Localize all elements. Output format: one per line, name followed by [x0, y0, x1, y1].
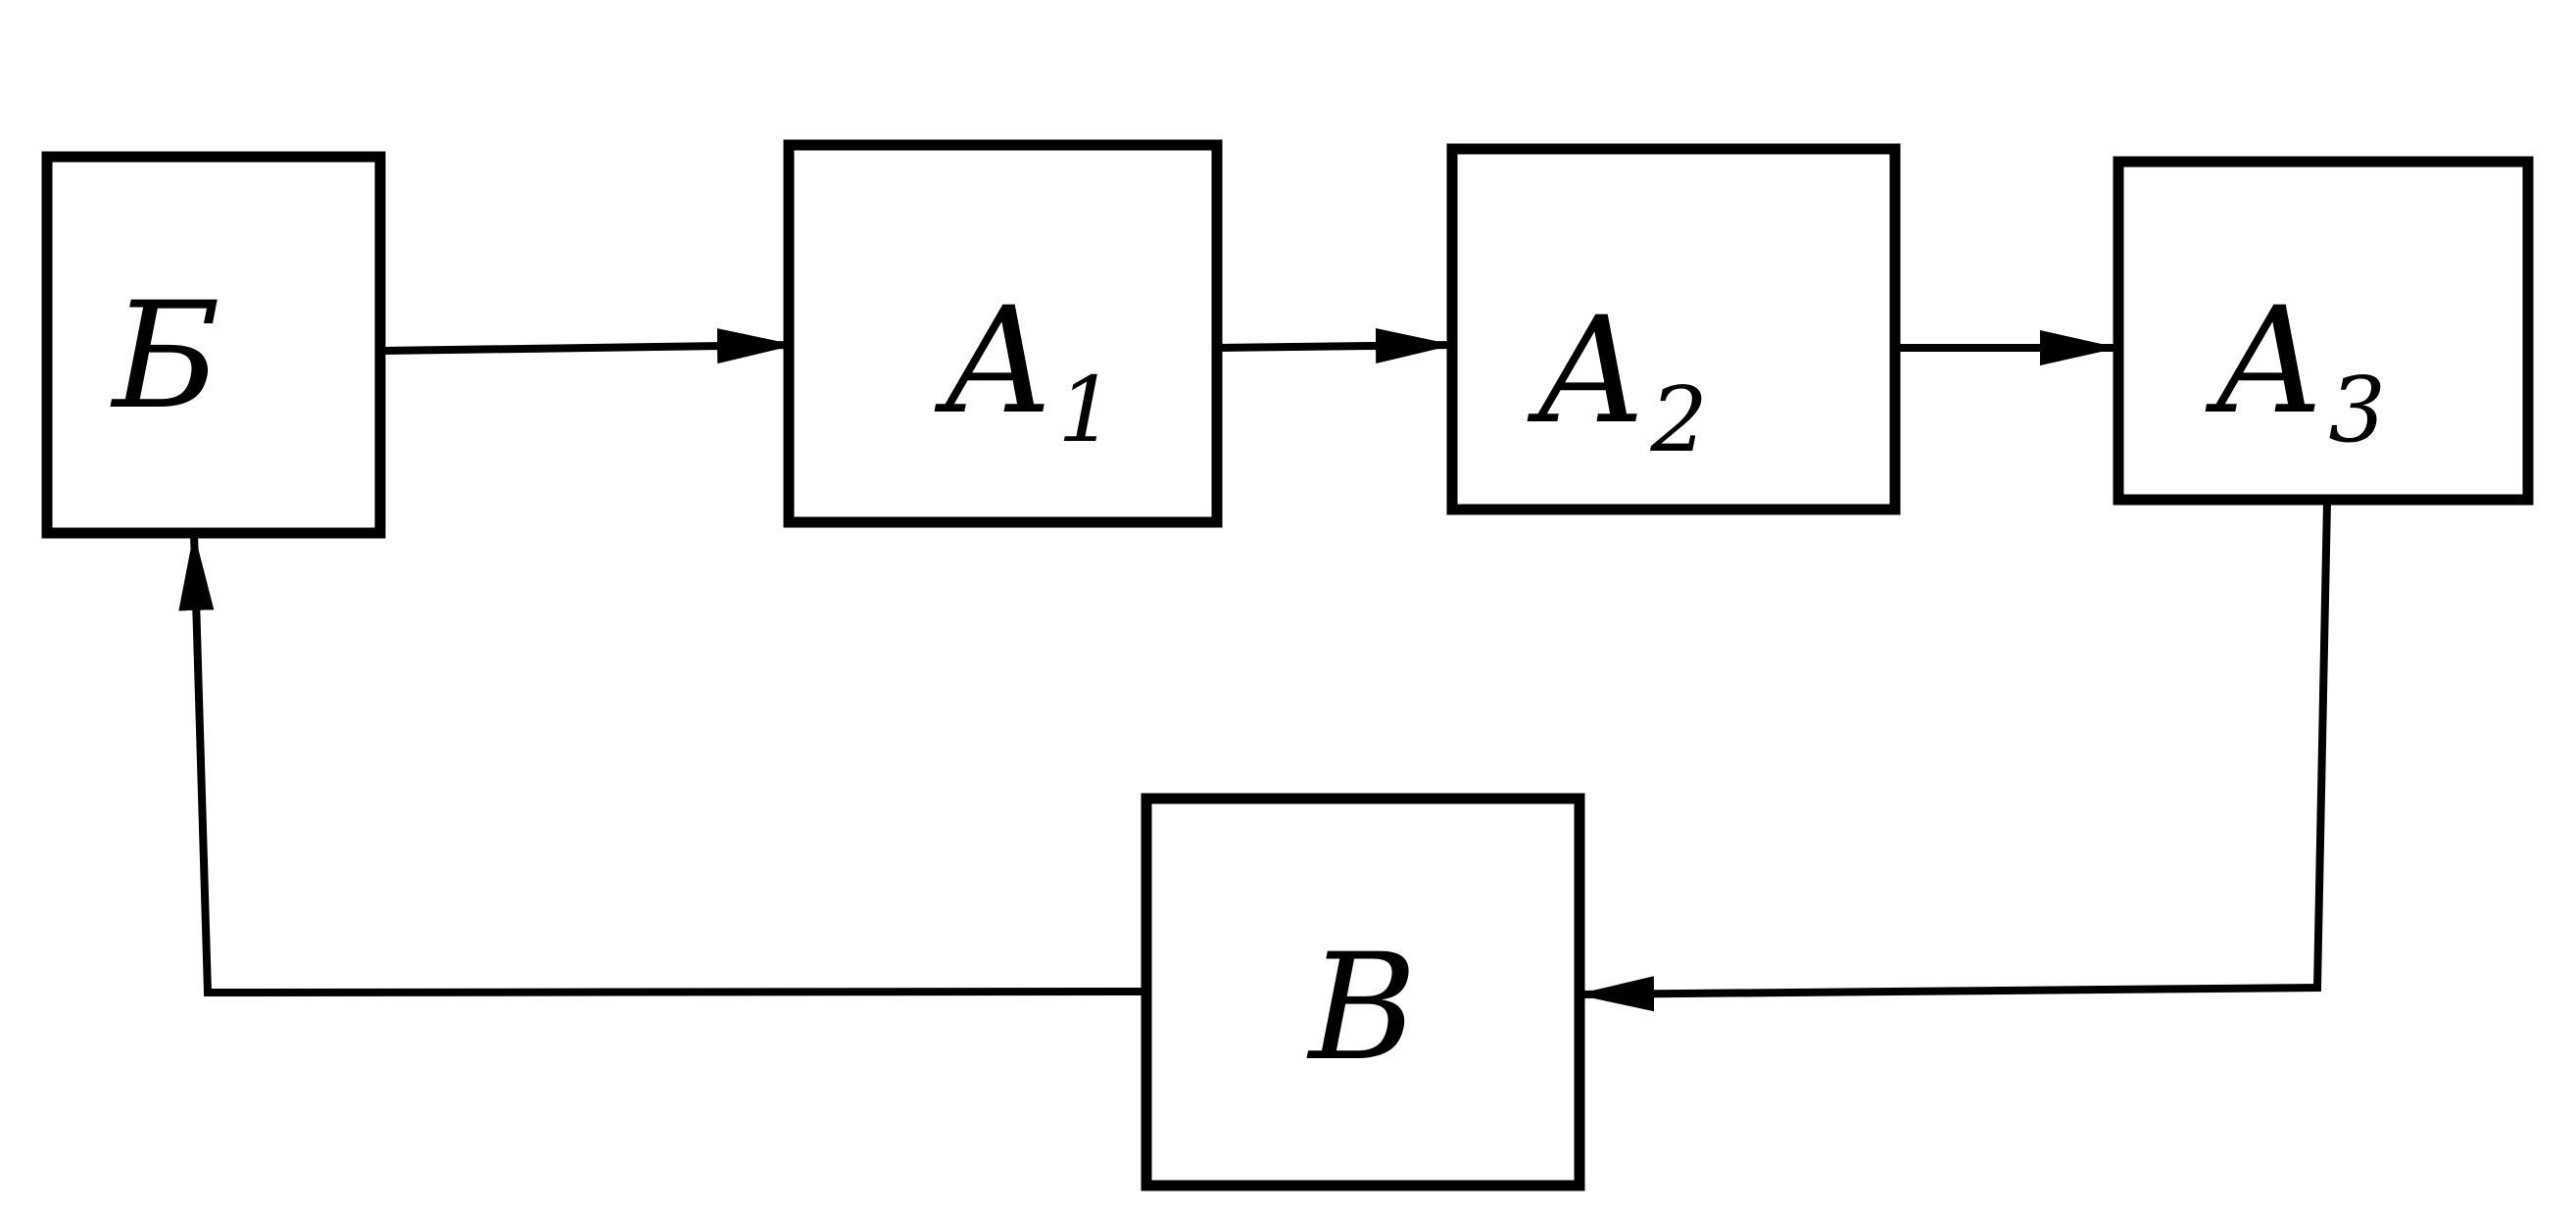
- arrow-a1-to-a2: [1216, 327, 1454, 364]
- block-b-label: Б: [110, 271, 220, 442]
- block-a2-frame: [1446, 143, 1901, 515]
- block-a1-label: A1: [934, 276, 1115, 462]
- block-a1-frame: [783, 139, 1223, 528]
- block-b: Б: [41, 151, 386, 539]
- block-a2-label: A2: [1527, 286, 1708, 472]
- block-a1: A1: [783, 139, 1223, 528]
- block-a3: A3: [2113, 156, 2534, 506]
- block-v: B: [1141, 793, 1585, 1191]
- block-b-frame: [41, 151, 386, 539]
- arrow-b-to-a1: [381, 328, 796, 364]
- block-v-label: B: [1306, 923, 1417, 1093]
- arrow-v-to-b: [178, 532, 1147, 997]
- arrow-a3-to-v: [1576, 501, 2331, 1012]
- block-a3-frame: [2113, 156, 2534, 506]
- block-a2: A2: [1446, 143, 1901, 515]
- block-a3-label: A3: [2205, 276, 2386, 462]
- connectors: [178, 327, 2331, 1012]
- block-v-frame: [1141, 793, 1585, 1191]
